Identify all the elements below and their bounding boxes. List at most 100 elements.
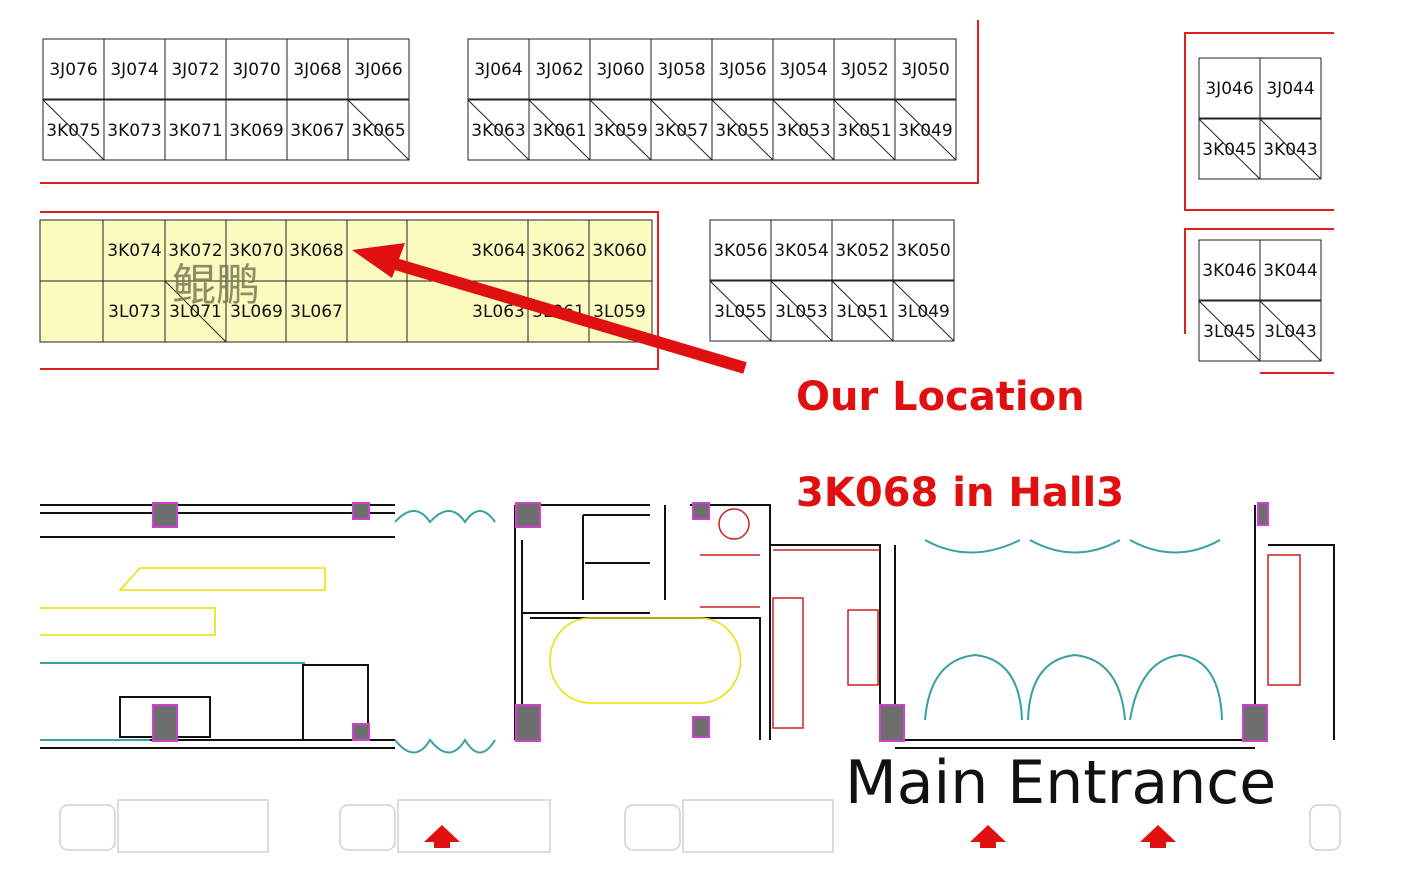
booth-3k070[interactable]: 3K070: [229, 241, 283, 261]
booth-label: 3K056: [713, 241, 767, 261]
booth-label: 3L073: [108, 302, 161, 322]
booth-3k054[interactable]: 3K054: [770, 219, 833, 281]
booth-3j070[interactable]: 3J070: [225, 38, 288, 100]
booth-label: 3L051: [836, 302, 889, 322]
booth-label: 3K068: [289, 241, 343, 261]
booth-3k043[interactable]: 3K043: [1259, 118, 1322, 180]
booth-label: 3K064: [471, 241, 525, 261]
booth-3k057[interactable]: 3K057: [650, 99, 713, 161]
booth-3j046[interactable]: 3J046: [1198, 57, 1261, 119]
booth-label: 3K073: [107, 121, 161, 141]
booth-label: 3J044: [1266, 79, 1314, 99]
booth-3l067[interactable]: 3L067: [290, 302, 343, 322]
up-arrow-icon: [970, 825, 1006, 848]
booth-3k067[interactable]: 3K067: [286, 99, 349, 161]
booth-3l043[interactable]: 3L043: [1259, 300, 1322, 362]
booth-3j064[interactable]: 3J064: [467, 38, 530, 100]
booth-3k074[interactable]: 3K074: [107, 241, 161, 261]
booth-3k064[interactable]: 3K064: [471, 241, 525, 261]
booth-3j066[interactable]: 3J066: [347, 38, 410, 100]
booth-label: 3K057: [654, 121, 708, 141]
booth-3k053[interactable]: 3K053: [772, 99, 835, 161]
booth-3j074[interactable]: 3J074: [103, 38, 166, 100]
building-walls: [40, 504, 1335, 749]
booth-label: 3L069: [230, 302, 283, 322]
booth-3k068[interactable]: 3K068: [289, 241, 343, 261]
booth-3k045[interactable]: 3K045: [1198, 118, 1261, 180]
booth-3j062[interactable]: 3J062: [528, 38, 591, 100]
booth-3j076[interactable]: 3J076: [42, 38, 105, 100]
booth-3j068[interactable]: 3J068: [286, 38, 349, 100]
booth-3k075[interactable]: 3K075: [42, 99, 105, 161]
zone-border-middle: [40, 211, 659, 370]
booth-label: 3L071: [169, 302, 222, 322]
booth-3l051[interactable]: 3L051: [831, 280, 894, 342]
booth-3j060[interactable]: 3J060: [589, 38, 652, 100]
booth-label: 3K061: [532, 121, 586, 141]
booth-3j054[interactable]: 3J054: [772, 38, 835, 100]
zone-border-upper: [40, 20, 979, 184]
booth-3k073[interactable]: 3K073: [103, 99, 166, 161]
booth-label: 3K065: [351, 121, 405, 141]
booth-label: 3J058: [657, 60, 705, 80]
booth-label: 3K050: [896, 241, 950, 261]
booth-3k051[interactable]: 3K051: [833, 99, 896, 161]
booth-3k072[interactable]: 3K072: [168, 241, 222, 261]
booth-3k044[interactable]: 3K044: [1259, 239, 1322, 301]
booth-3k055[interactable]: 3K055: [711, 99, 774, 161]
booth-label: 3J066: [354, 60, 402, 80]
booth-label: 3K055: [715, 121, 769, 141]
booth-label: 3K052: [835, 241, 889, 261]
booth-3k061[interactable]: 3K061: [528, 99, 591, 161]
booth-3k049[interactable]: 3K049: [894, 99, 957, 161]
escalators: [40, 567, 742, 704]
booth-3j050[interactable]: 3J050: [894, 38, 957, 100]
booth-3j044[interactable]: 3J044: [1259, 57, 1322, 119]
booth-label: 3K046: [1202, 261, 1256, 281]
main-entrance-label: Main Entrance: [845, 748, 1277, 818]
booth-label: 3K072: [168, 241, 222, 261]
booth-3k056[interactable]: 3K056: [709, 219, 772, 281]
arrowhead-icon: [352, 243, 405, 278]
booth-label: 3L067: [290, 302, 343, 322]
booth-label: 3K070: [229, 241, 283, 261]
callout-our-location: Our Location: [796, 374, 1085, 420]
booth-3k069[interactable]: 3K069: [225, 99, 288, 161]
booth-3l073[interactable]: 3L073: [108, 302, 161, 322]
booth-3l053[interactable]: 3L053: [770, 280, 833, 342]
booth-label: 3K045: [1202, 140, 1256, 160]
booth-3k062[interactable]: 3K062: [531, 241, 585, 261]
booth-3j058[interactable]: 3J058: [650, 38, 713, 100]
booth-3k059[interactable]: 3K059: [589, 99, 652, 161]
booth-label: 3L045: [1203, 322, 1256, 342]
booth-3j056[interactable]: 3J056: [711, 38, 774, 100]
booth-3j072[interactable]: 3J072: [164, 38, 227, 100]
booth-3k071[interactable]: 3K071: [164, 99, 227, 161]
booth-label: 3J074: [110, 60, 158, 80]
booth-3l055[interactable]: 3L055: [709, 280, 772, 342]
booth-label: 3J070: [232, 60, 280, 80]
booth-3l069[interactable]: 3L069: [230, 302, 283, 322]
booth-3k050[interactable]: 3K050: [892, 219, 955, 281]
booth-3l071[interactable]: 3L071: [169, 302, 222, 322]
booth-3l059[interactable]: 3L059: [593, 302, 646, 322]
booth-label: 3K062: [531, 241, 585, 261]
booth-3k052[interactable]: 3K052: [831, 219, 894, 281]
booth-3l049[interactable]: 3L049: [892, 280, 955, 342]
booth-label: 3K059: [593, 121, 647, 141]
booth-3l063[interactable]: 3L063: [472, 302, 525, 322]
booth-3k060[interactable]: 3K060: [592, 241, 646, 261]
booth-3k046[interactable]: 3K046: [1198, 239, 1261, 301]
booth-label: 3J056: [718, 60, 766, 80]
booth-3j052[interactable]: 3J052: [833, 38, 896, 100]
booth-3l045[interactable]: 3L045: [1198, 300, 1261, 362]
booth-label: 3K049: [898, 121, 952, 141]
booth-label: 3K063: [471, 121, 525, 141]
booth-label: 3K060: [592, 241, 646, 261]
booth-label: 3J072: [171, 60, 219, 80]
booth-label: 3J062: [535, 60, 583, 80]
booth-3k063[interactable]: 3K063: [467, 99, 530, 161]
booth-3k065[interactable]: 3K065: [347, 99, 410, 161]
doors: [40, 510, 1223, 754]
